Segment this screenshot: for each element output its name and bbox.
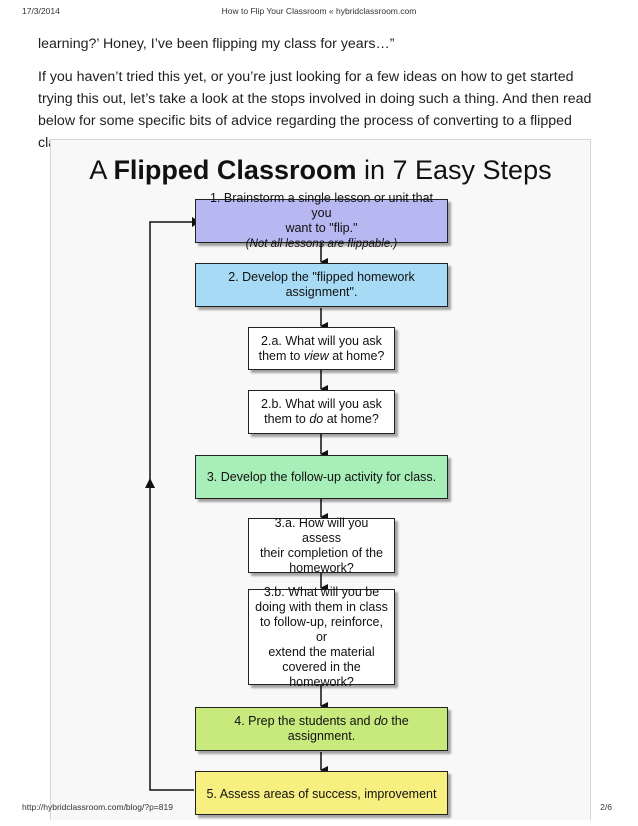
step-3a-assess: 3.a. How will you assess their completio… [248,515,395,575]
step-3b-line-3: to follow-up, reinforce, or [260,614,383,644]
article-paragraph-1: learning?’ Honey, I’ve been flipping my … [38,36,395,52]
step-3a-line-2: their completion of the [260,545,383,560]
diagram-title-bold: Flipped Classroom [113,155,357,185]
step-3b-line-2: doing with them in class [255,599,388,614]
step-3a-line-1: 3.a. How will you assess [274,515,369,545]
step-3a-line-3: homework? [289,560,354,575]
step-4-pre: 4. Prep the students and [234,714,374,728]
step-4-post: the assignment. [287,714,409,743]
feedback-loop-arrowhead-up [145,478,155,488]
feedback-loop-line [149,221,194,791]
step-4-prep-students: 4. Prep the students and do the assignme… [195,707,448,751]
print-url: http://hybridclassroom.com/blog/?p=819 [22,802,173,812]
step-5-assess-areas: 5. Assess areas of success, improvement [195,771,448,815]
step-2-line-1: 2. Develop the "flipped homework [228,270,415,284]
step-2a-line-1: 2.a. What will you ask [261,333,382,348]
step-2b-line-2-em: do [309,412,324,426]
step-3b-line-5: covered in the [282,659,361,674]
article-paragraph-2: If you haven’t tried this yet, or you’re… [38,69,592,151]
step-2a-line-2-em: view [303,348,329,363]
step-2a-line-2-pre: them to [258,348,304,363]
step-5-text: 5. Assess areas of success, improvement [206,787,437,801]
print-page-title: How to Flip Your Classroom « hybridclass… [221,6,417,16]
step-1-line-2: want to "flip." [285,220,358,235]
print-footer: http://hybridclassroom.com/blog/?p=819 2… [0,802,638,816]
step-2-line-2: assignment". [285,285,358,299]
diagram-title-suffix: in 7 Easy Steps [356,155,552,185]
step-3-follow-up-activity: 3. Develop the follow-up activity for cl… [195,455,448,499]
step-2-develop-homework: 2. Develop the "flipped homework assignm… [195,263,448,307]
step-3b-in-class: 3.b. What will you be doing with them in… [248,585,395,689]
step-1-brainstorm: 1. Brainstorm a single lesson or unit th… [195,191,448,250]
step-2b-line-2-pre: them to [264,412,310,426]
step-2a-view: 2.a. What will you ask them to view at h… [248,327,395,370]
step-2b-do: 2.b. What will you ask them to do at hom… [248,390,395,434]
print-page-number: 2/6 [600,802,612,812]
step-4-em: do [373,714,388,728]
step-3b-line-6: homework? [289,674,354,689]
step-3b-line-1: 3.b. What will you be [263,584,380,599]
step-2a-line-2-post: at home? [328,348,385,363]
step-3-text: 3. Develop the follow-up activity for cl… [206,469,437,484]
step-2b-line-2-post: at home? [323,412,379,426]
print-date: 17/3/2014 [22,6,60,16]
diagram-title-prefix: A [89,155,114,185]
flipped-classroom-diagram: A Flipped Classroom in 7 Easy Steps 1. B… [50,139,591,820]
step-1-line-1: 1. Brainstorm a single lesson or unit th… [209,190,434,220]
print-header: 17/3/2014 How to Flip Your Classroom « h… [0,6,638,20]
step-2b-line-1: 2.b. What will you ask [261,397,382,411]
step-1-note: (Not all lessons are flippable.) [245,237,398,250]
step-3b-line-4: extend the material [268,644,375,659]
diagram-title: A Flipped Classroom in 7 Easy Steps [51,155,590,186]
